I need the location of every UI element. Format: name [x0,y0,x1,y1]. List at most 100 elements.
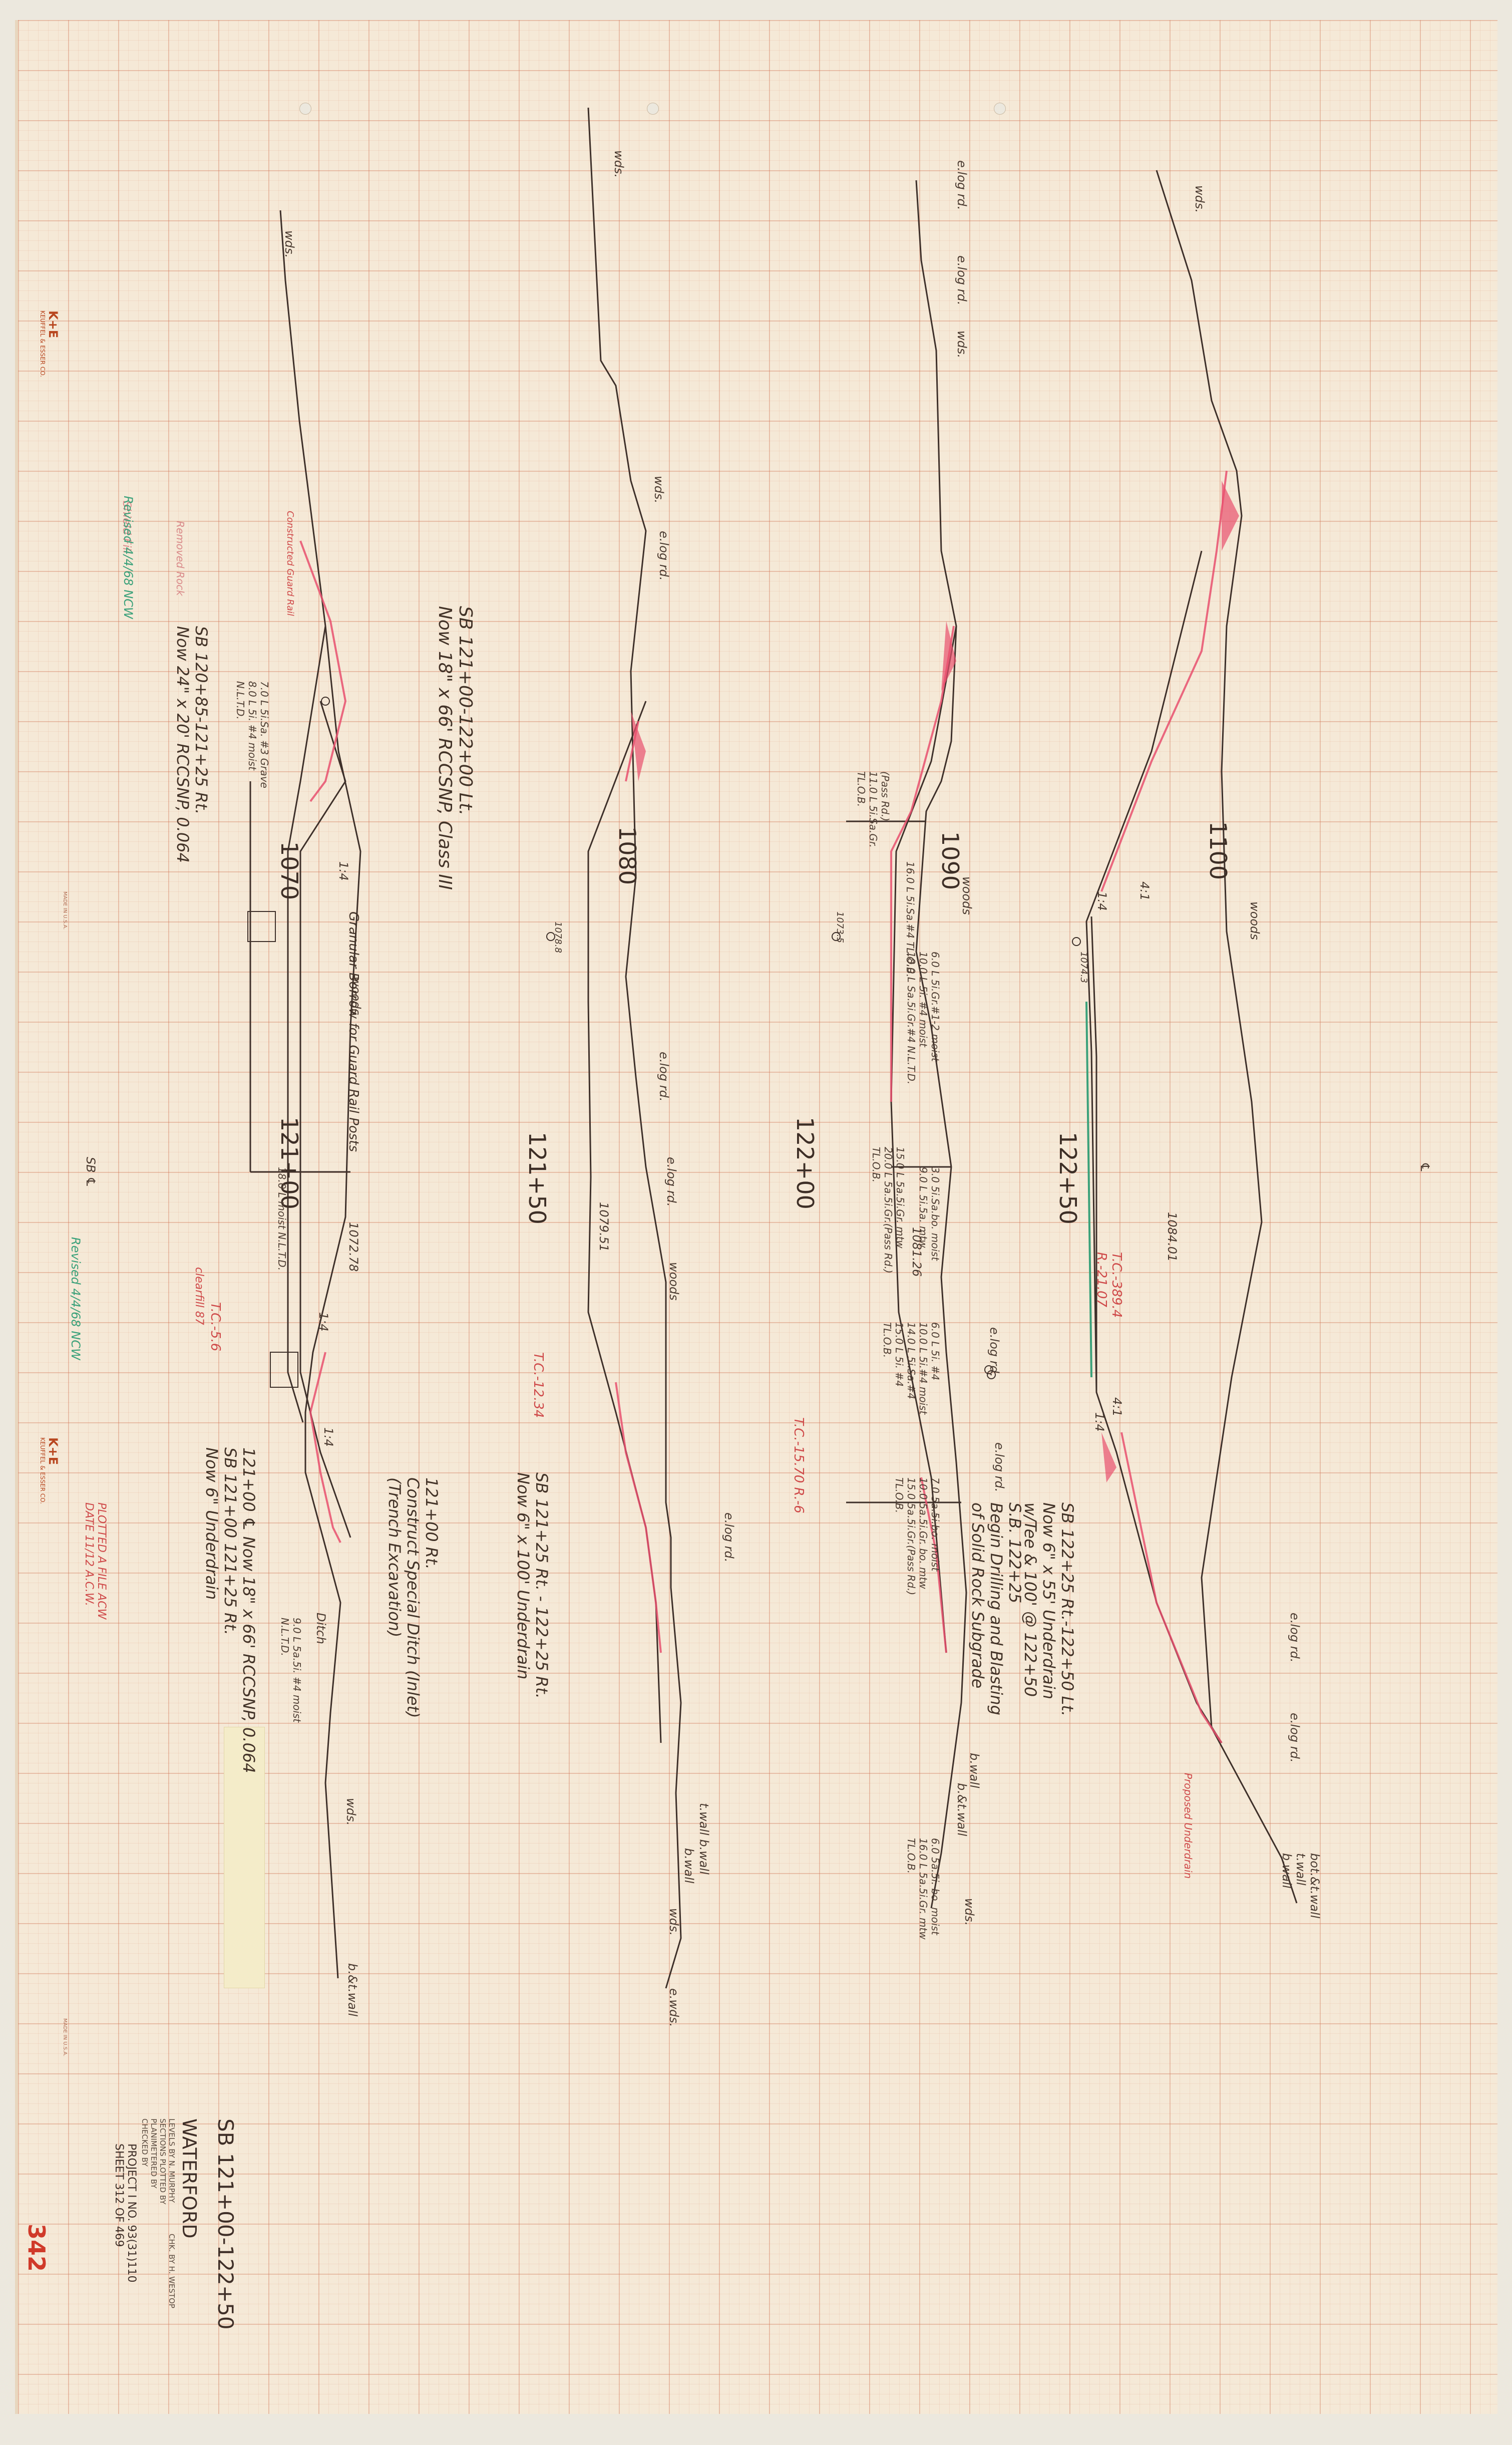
small-elevation: 1074.3 [1078,952,1089,983]
point-label: e.log rd. [955,160,969,210]
small-elevation: 1073.5 [835,911,845,943]
soil-note: 18.0 L moist N.L.T.D. [276,1167,288,1271]
drawing-title: SB 121+00-122+50 [213,2118,238,2330]
ground-profile-122-50 [1156,170,1298,1904]
point-label: wds. [344,1798,358,1825]
punch-hole [647,103,659,115]
point-label: e.log rd. [1288,1713,1302,1763]
elevation-label: 1070 [276,841,303,900]
cross-section-sheet [15,20,1497,2414]
town-name: WATERFORD [178,2118,200,2239]
point-label: e.wds. [667,1988,681,2027]
pencil-note: Proposed Underdrain [1182,1773,1194,1879]
slope-mark: 1:4 [321,1427,335,1447]
section-note: SB 120+85-121+25 Rt.Now 24" x 20' RCCSNP… [173,626,211,863]
pencil-note: T.C.-12.34 [531,1352,546,1418]
point-label: wds. [955,331,969,358]
point-label: wds. [282,230,296,258]
slope-mark: 1:4 [1092,1412,1106,1432]
point-label: b.wall [967,1753,981,1788]
punch-hole [994,103,1006,115]
point-label: wds. [962,1898,976,1926]
elevation-label: 1080 [614,826,641,885]
sheet-number: 342 [23,2224,50,2272]
point-label: e.log rd. [1288,1613,1302,1663]
slope-mark: 1:4 [336,861,350,881]
soil-note: (Pass Rd.)11.0 L 5i.Sa.Gr.TL.O.B. [855,771,891,848]
point-label: b.&t.wall [345,1963,359,2017]
title-block-fields: LEVELS BY N. MURPHY SECTIONS PLOTTED BY … [140,2118,176,2205]
section-note: 121+00 Rt.Construct Special Ditch (Inlet… [385,1477,441,1718]
section-note: Granular Borrow for Guard Rail Posts [346,911,361,1152]
point-label: e.log rd. [722,1512,736,1563]
pencil-note: T.C.-5.6 [208,1302,223,1352]
title-block-details: WATERFORD [178,2118,200,2239]
centerline-mark: ℄ [1418,1162,1432,1173]
slope-mark: 4:1 [1110,1397,1124,1417]
template-121-00-b [299,701,351,1538]
point-label: wds. [612,150,626,178]
point-label: e.log rd. [987,1327,1001,1377]
pencil-note: Constructed Guard Rail [285,511,295,616]
project-number: PROJECT I NO. 93(31)110 SHEET 312 OF 469 [113,2144,138,2283]
slope-mark: 1:4 [1095,891,1109,911]
slope-mark: 4:1 [1138,881,1152,901]
point-label: woods [667,1262,681,1301]
point-label: e.log rd. [955,255,969,305]
point-label: wds. [667,1908,681,1936]
centerline-elevation: 1072.78 [346,1222,360,1272]
pencil-note: T.C.-15.70 R.-6 [791,1417,806,1513]
slope-mark: 1:4 [316,1312,330,1332]
station-label: 122+00 [792,1117,819,1209]
elevation-label: 1100 [1205,821,1232,880]
point-label: e.log rd. [992,1442,1006,1492]
point-label: woods [1248,901,1262,940]
station-label: 122+50 [1054,1132,1081,1225]
revision-note: Revised 4/4/68 NCW [69,1237,83,1360]
point-label: e.log rd. [664,1157,678,1207]
station-label: 121+50 [524,1132,551,1225]
title-block-checked: CHK. BY H. WESTOP [167,2234,176,2308]
ditch-label: Ditch [314,1613,328,1644]
ground-profile-122-00 [915,180,967,1909]
small-elevation: 1078.8 [553,922,563,953]
ground-profile-121-50 [587,107,682,1989]
section-note: SB 122+25 Rt.-122+50 Lt.Now 6" x 55' Und… [1021,1502,1077,1717]
template-122-50 [1085,550,1223,1743]
pencil-note: Removed Rock [174,521,186,596]
point-label: wds. [1193,185,1207,213]
point-label: b.&t.wall [955,1783,969,1837]
section-note: SB 121+00-122+00 Lt.Now 18" x 66' RCCSNP… [434,606,476,890]
centerline-mark: SB ℄ [84,1157,98,1187]
point-label: e.log rd. [657,1052,671,1102]
red-pencil-122-50 [1100,470,1228,1744]
punch-hole [299,103,311,115]
masking-tape [224,1727,265,1988]
point-label: t.wall b.wall [697,1803,711,1875]
point-label: wds. [652,476,666,503]
centerline-elevation: 1079.51 [597,1202,611,1252]
elevation-label: 1090 [937,831,964,890]
template-121-00 [287,626,326,1423]
point-label: b.wall [682,1848,696,1884]
revision-note: Revised 4/4/68 NCW [121,496,135,619]
ground-profile-121-00 [279,210,361,1979]
centerline-elevation: 1084.01 [1165,1212,1179,1262]
red-pencil-121-00 [299,540,347,1543]
point-label: e.log rd. [657,531,671,581]
section-note: SB 121+25 Rt. - 122+25 Rt.Now 6" x 100' … [514,1472,551,1699]
